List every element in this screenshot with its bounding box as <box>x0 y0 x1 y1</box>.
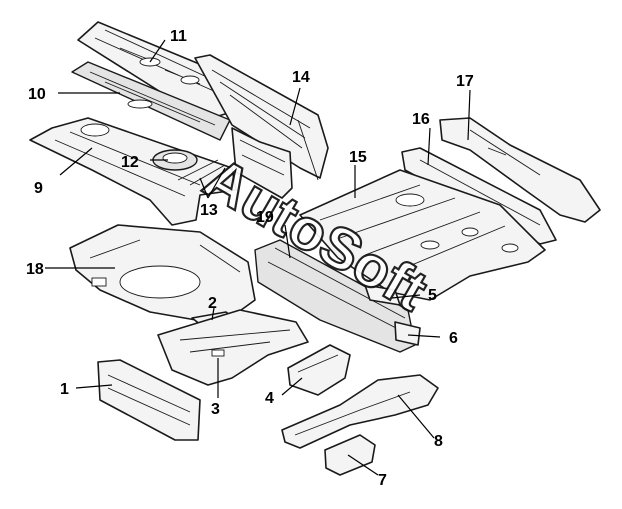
part-1 <box>97 359 201 441</box>
part-3 <box>157 309 309 386</box>
callout-17: 17 <box>456 73 474 90</box>
callout-5: 5 <box>428 287 437 304</box>
callout-19: 19 <box>256 209 274 226</box>
part-14 <box>194 54 329 181</box>
leader-lines <box>45 39 471 476</box>
part-5 <box>364 284 401 306</box>
part-7 <box>324 434 376 476</box>
callout-1: 1 <box>60 381 69 398</box>
callout-10: 10 <box>28 86 46 103</box>
part-9 <box>29 117 237 226</box>
part-15 <box>299 169 546 301</box>
part-6 <box>394 321 421 346</box>
callout-14: 14 <box>292 69 310 86</box>
part-18 <box>69 224 256 321</box>
callout-6: 6 <box>449 330 458 347</box>
callout-8: 8 <box>434 433 443 450</box>
part-8 <box>281 374 439 449</box>
callout-labels: 1 2 3 4 5 6 7 8 9 10 11 12 13 14 15 16 1… <box>26 28 474 489</box>
part-17 <box>439 117 601 223</box>
part-13 <box>177 127 293 199</box>
callout-15: 15 <box>349 149 367 166</box>
callout-2: 2 <box>208 295 217 312</box>
callout-4: 4 <box>265 390 274 407</box>
callout-18: 18 <box>26 261 44 278</box>
callout-13: 13 <box>200 202 218 219</box>
callout-7: 7 <box>378 472 387 489</box>
callout-11: 11 <box>170 28 187 45</box>
callout-3: 3 <box>211 401 220 418</box>
callout-9: 9 <box>34 180 43 197</box>
part-16 <box>401 147 557 245</box>
callout-12: 12 <box>121 154 139 171</box>
part-19 <box>254 239 416 353</box>
part-4 <box>287 344 351 396</box>
callout-16: 16 <box>412 111 430 128</box>
